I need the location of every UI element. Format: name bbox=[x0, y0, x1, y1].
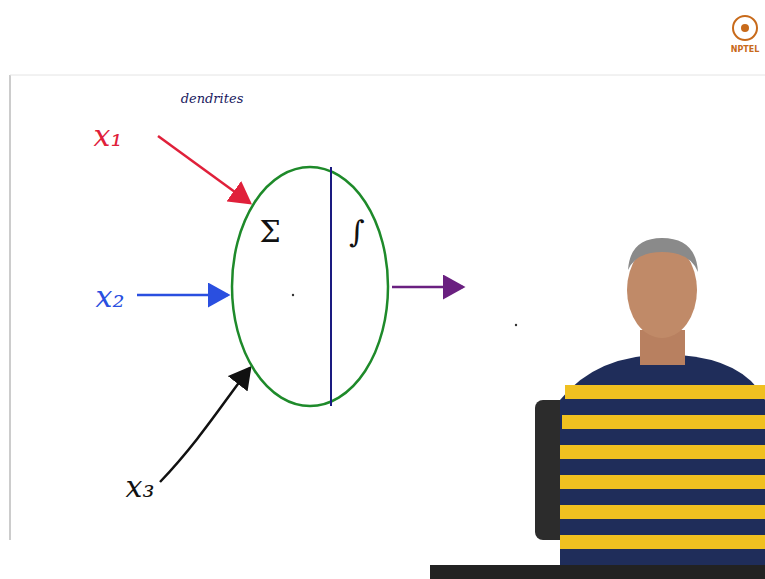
input-arrow bbox=[160, 368, 250, 482]
input-arrow bbox=[137, 294, 228, 297]
slide-border bbox=[10, 75, 765, 76]
activation-symbol: ∫ bbox=[349, 217, 365, 247]
logo-text: NPTEL bbox=[731, 46, 760, 54]
input-variable: x₃ bbox=[126, 472, 155, 502]
input-variable: x₂ bbox=[96, 282, 125, 312]
dot bbox=[292, 294, 294, 296]
sum-symbol: Σ bbox=[259, 217, 280, 247]
logo-wheel bbox=[741, 24, 749, 32]
slide-border bbox=[9, 75, 11, 540]
output-arrow bbox=[392, 286, 463, 289]
logo-wheel bbox=[733, 16, 757, 40]
dot bbox=[515, 324, 517, 326]
neuron-outline bbox=[230, 165, 390, 408]
input-variable: x₁ bbox=[94, 121, 123, 151]
input-arrow bbox=[158, 136, 250, 203]
part-name: dendrites bbox=[181, 92, 244, 105]
presenter-figure bbox=[430, 238, 765, 579]
neuron-circle: Σ∫ bbox=[230, 165, 390, 408]
